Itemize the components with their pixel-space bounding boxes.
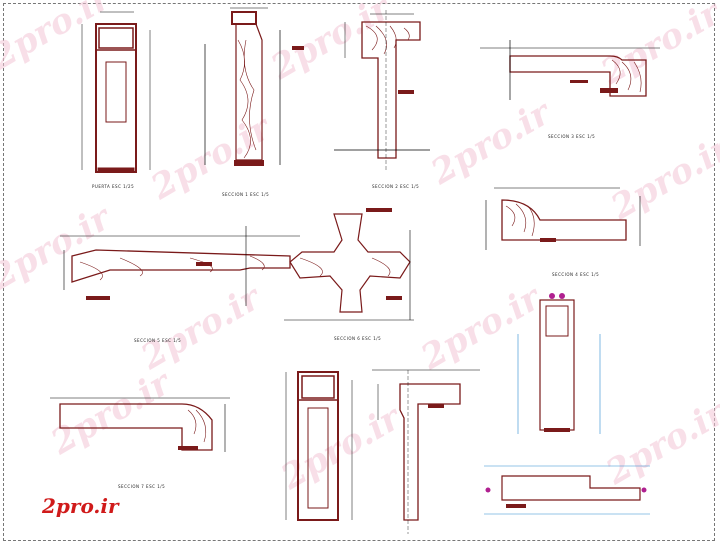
section-10-horizontal <box>484 465 650 515</box>
caption-seccion-1: SECCION 1 ESC 1/5 <box>222 192 269 197</box>
section-3 <box>480 40 660 100</box>
caption-puerta: PUERTA ESC 1/25 <box>92 184 134 189</box>
caption-seccion-6: SECCION 6 ESC 1/5 <box>334 336 381 341</box>
watermark: 2pro.ir <box>594 0 720 93</box>
watermark: 2pro.ir <box>134 277 269 378</box>
section-1 <box>204 7 304 166</box>
watermark: 2pro.ir <box>414 277 549 378</box>
sheet-border <box>3 3 715 541</box>
door-elevation-1 <box>81 11 151 173</box>
caption-seccion-3: SECCION 3 ESC 1/5 <box>548 134 595 139</box>
section-2 <box>334 10 430 170</box>
door-elevation-2 <box>285 371 353 521</box>
section-8 <box>372 369 480 534</box>
section-7 <box>50 397 230 452</box>
section-6 <box>284 208 414 321</box>
caption-seccion-5: SECCION 5 ESC 1/5 <box>134 338 181 343</box>
section-5 <box>60 226 300 306</box>
watermark: 2pro.ir <box>44 362 179 463</box>
site-logo: 2pro.ir <box>42 494 119 518</box>
watermark: 2pro.ir <box>0 197 119 298</box>
watermark: 2pro.ir <box>0 0 119 78</box>
watermark: 2pro.ir <box>599 392 720 493</box>
watermark: 2pro.ir <box>264 0 399 88</box>
watermark: 2pro.ir <box>604 127 720 228</box>
caption-seccion-4: SECCION 4 ESC 1/5 <box>552 272 599 277</box>
section-4 <box>485 187 641 250</box>
watermark: 2pro.ir <box>274 397 409 498</box>
watermark-layer: 2pro.ir 2pro.ir 2pro.ir 2pro.ir 2pro.ir … <box>0 0 720 498</box>
section-9-vertical <box>517 293 601 434</box>
caption-seccion-2: SECCION 2 ESC 1/5 <box>372 184 419 189</box>
caption-seccion-7: SECCION 7 ESC 1/5 <box>118 484 165 489</box>
watermark: 2pro.ir <box>424 92 559 193</box>
